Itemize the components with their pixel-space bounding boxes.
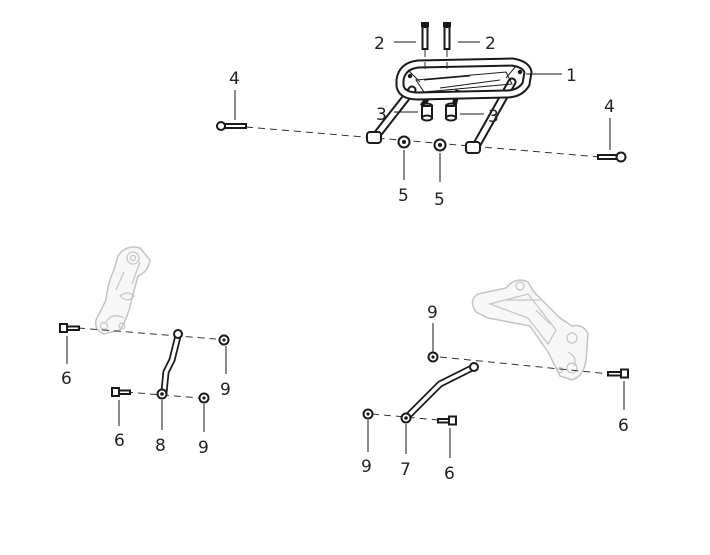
callout-6-left-upper: 6: [61, 369, 72, 389]
right-upper-axis: [439, 356, 611, 375]
right-bolt-lower: [437, 415, 457, 426]
left-ghost-bracket: [94, 246, 151, 335]
left-bracket-assembly: 6 9 6 8 9: [59, 246, 231, 458]
right-leader-lines: [367, 323, 625, 458]
top-rack-assembly: 2 2 1 3 3 4 4 5 5: [216, 22, 627, 210]
callout-6-left-lower: 6: [114, 431, 125, 451]
callout-4-left: 4: [229, 69, 240, 89]
left-nut-lower: [198, 392, 210, 404]
callout-3-right: 3: [488, 107, 499, 127]
rack-mount-left: [366, 131, 382, 144]
top-bolt-left: [421, 22, 429, 50]
callout-5-left: 5: [398, 186, 409, 206]
callout-3-left: 3: [376, 105, 387, 125]
spacer-right: [445, 102, 457, 122]
left-nut-upper: [218, 334, 230, 346]
right-nut-lower: [362, 408, 374, 420]
callout-8: 8: [155, 436, 166, 456]
callout-5-right: 5: [434, 190, 445, 210]
callout-9-right-upper: 9: [427, 303, 438, 323]
callout-7: 7: [400, 460, 411, 480]
rack-frame: [395, 57, 533, 101]
right-bolt: [607, 368, 629, 379]
callout-9-left-lower: 9: [198, 438, 209, 458]
right-nut-upper: [427, 351, 439, 363]
left-strut: [156, 329, 183, 400]
spacer-left: [421, 102, 433, 122]
long-bolt-left: [216, 121, 247, 131]
top-bolt-right: [443, 22, 451, 50]
right-strut: [400, 362, 479, 424]
callout-9-left-upper: 9: [220, 380, 231, 400]
bushing-left: [397, 135, 411, 149]
callout-4-right: 4: [604, 97, 615, 117]
left-bolt-upper: [59, 323, 80, 333]
long-bolt-axis: [245, 126, 601, 158]
long-bolt-right: [597, 151, 627, 163]
callout-6-right-lower: 6: [444, 464, 455, 484]
right-ghost-bracket: [471, 279, 589, 381]
left-bolt-lower: [111, 387, 131, 397]
callout-2-right: 2: [485, 34, 496, 54]
left-leader-lines: [66, 336, 227, 432]
callout-6-right: 6: [618, 416, 629, 436]
top-leader-lines: [234, 41, 611, 182]
callout-9-right-lower: 9: [361, 457, 372, 477]
callout-1: 1: [566, 66, 577, 86]
rack-mount-right: [465, 141, 481, 154]
callout-2-left: 2: [374, 34, 385, 54]
right-bracket-assembly: 9 6 9 7 6: [361, 279, 629, 484]
bushing-right: [433, 138, 447, 152]
